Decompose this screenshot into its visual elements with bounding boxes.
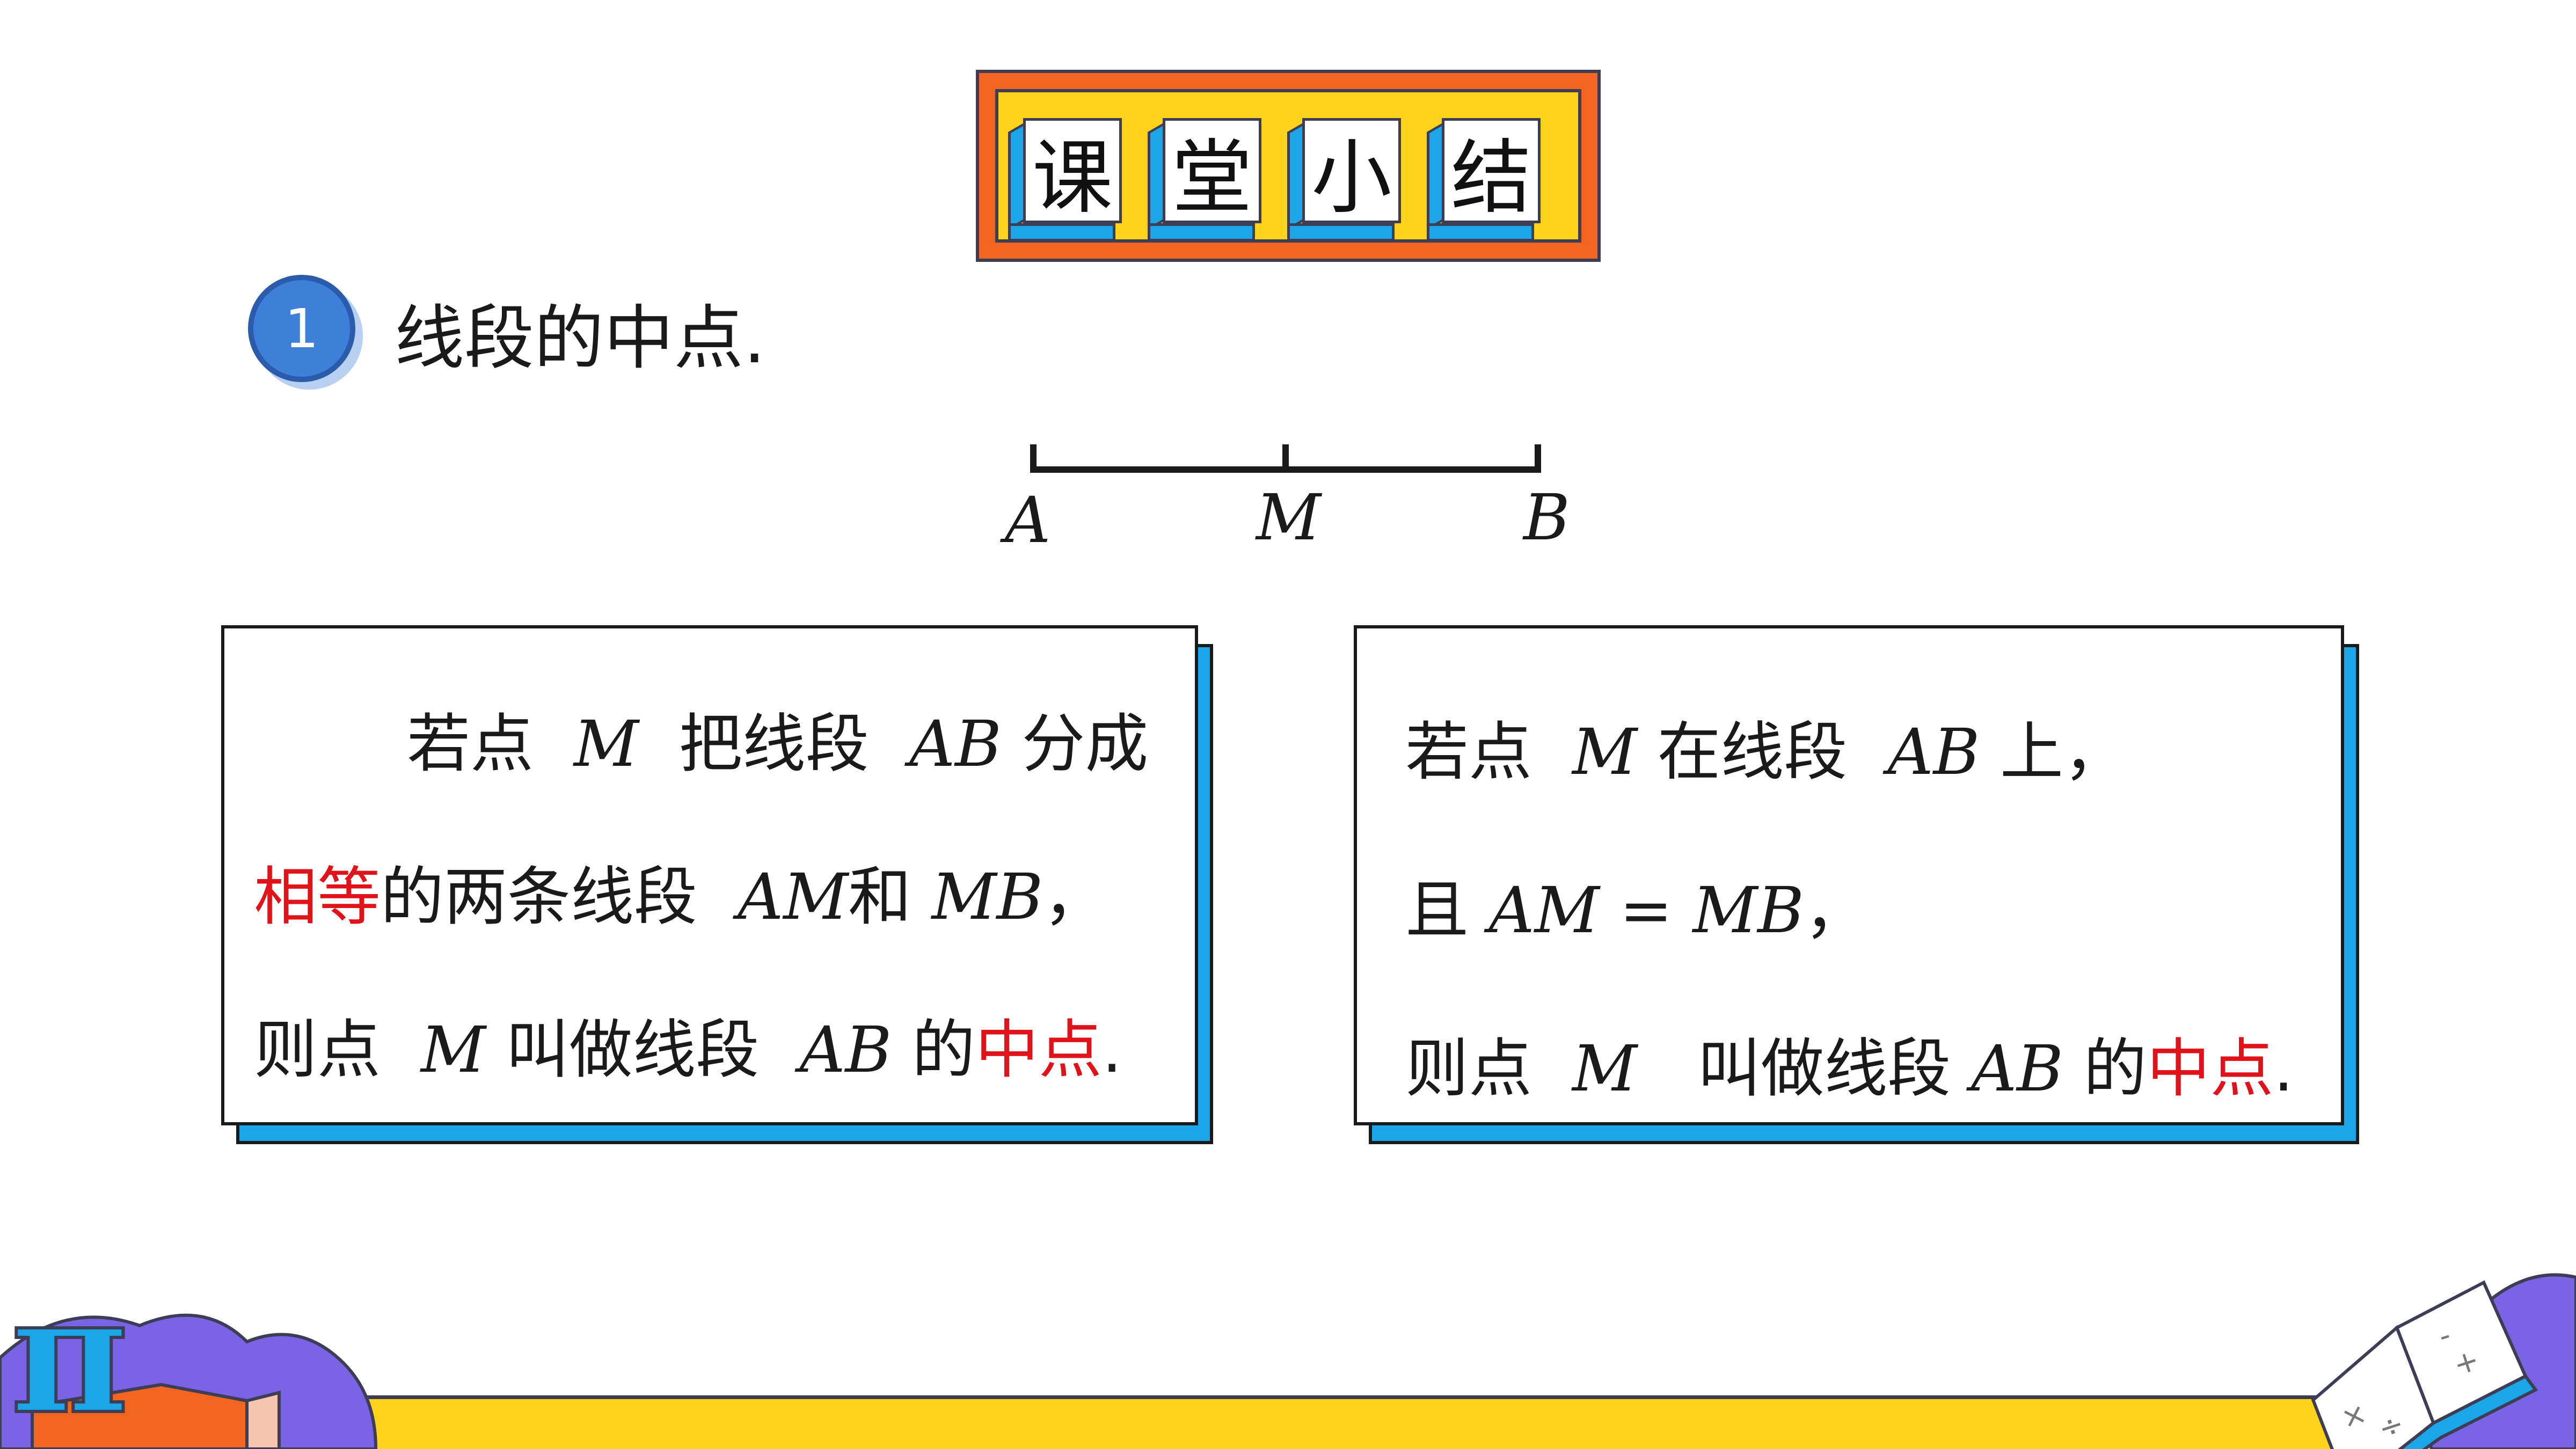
segment-diagram [1030, 444, 1541, 473]
right-line-3: 则点 M 叫做线段 AB 的中点. [1405, 1031, 2294, 1106]
title-char: 堂 [1163, 118, 1261, 225]
title-tile-1: 课 [1008, 118, 1122, 241]
bottom-yellow-bar [354, 1395, 2362, 1449]
title-char: 课 [1023, 118, 1122, 225]
pi-symbol: π [11, 1277, 129, 1449]
title-char: 小 [1302, 118, 1401, 225]
point-label-m: M [1256, 480, 1321, 554]
right-line-1: 若点 M 在线段 AB 上， [1405, 715, 2127, 789]
title-banner: 课 堂 小 结 [976, 70, 1601, 262]
left-line-1: 若点 M 把线段 AB 分成 [407, 707, 1149, 781]
title-banner-inner: 课 堂 小 结 [995, 89, 1581, 243]
right-definition-box: 若点 M 在线段 AB 上， 且 AM = MB， 则点 M 叫做线段 AB 的… [1354, 625, 2344, 1125]
title-tile-2: 堂 [1148, 118, 1261, 241]
open-book-icon: × ÷ - + [2311, 1280, 2538, 1449]
left-definition-box: 若点 M 把线段 AB 分成 相等的两条线段 AM和 MB， 则点 M 叫做线段… [221, 625, 1198, 1125]
pi-decoration: π [0, 1277, 378, 1449]
title-tile-3: 小 [1287, 118, 1401, 241]
title-char: 结 [1442, 118, 1541, 225]
section-number-badge: 1 [248, 275, 355, 382]
left-line-2: 相等的两条线段 AM和 MB， [254, 860, 1107, 934]
left-line-3: 则点 M 叫做线段 AB 的中点. [254, 1013, 1122, 1087]
point-label-a: A [1005, 483, 1051, 557]
point-label-b: B [1523, 480, 1570, 554]
section-heading: 线段的中点. [395, 297, 766, 379]
title-tile-4: 结 [1427, 118, 1541, 241]
book-decoration: × ÷ - + [2311, 1273, 2576, 1449]
right-line-2: 且 AM = MB， [1405, 873, 1868, 947]
section-number: 1 [284, 297, 319, 360]
